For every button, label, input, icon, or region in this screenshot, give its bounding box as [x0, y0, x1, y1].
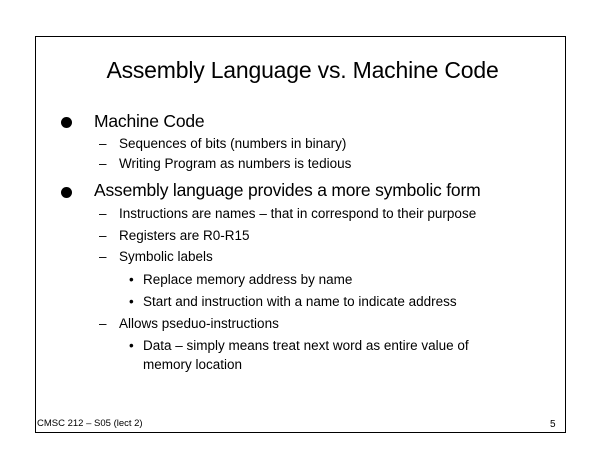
- subsubitem-text: Start and instruction with a name to ind…: [143, 294, 457, 309]
- bullet-dot-icon: [61, 117, 72, 128]
- dash-marker: –: [99, 206, 107, 221]
- dash-marker: –: [99, 316, 107, 331]
- dash-marker: –: [99, 249, 107, 264]
- subitem-text: Registers are R0-R15: [119, 228, 250, 243]
- subitem-text: Symbolic labels: [119, 249, 213, 264]
- subitem-text: Sequences of bits (numbers in binary): [119, 136, 347, 151]
- subitem-text: Instructions are names – that in corresp…: [119, 206, 477, 221]
- footer-course: CMSC 212 – S05 (lect 2): [37, 418, 143, 429]
- slide-title: Assembly Language vs. Machine Code: [106, 57, 499, 83]
- subsubitem-data: • Data – simply means treat next word as …: [129, 337, 469, 355]
- subitem-text: Writing Program as numbers is tedious: [119, 156, 352, 171]
- dot-marker: •: [129, 294, 134, 309]
- subitem-symbolic-labels: –Symbolic labels: [99, 248, 213, 266]
- slide-frame: [35, 36, 566, 433]
- subitem-registers: –Registers are R0-R15: [99, 227, 250, 245]
- dot-marker: •: [129, 272, 134, 287]
- dash-marker: –: [99, 136, 107, 151]
- dot-marker: •: [129, 338, 134, 353]
- subsubitem-text: Replace memory address by name: [143, 272, 353, 287]
- subitem-text: Allows pseduo-instructions: [119, 316, 279, 331]
- bullet-dot-icon: [61, 187, 72, 198]
- subitem-sequences-of-bits: –Sequences of bits (numbers in binary): [99, 135, 346, 153]
- dash-marker: –: [99, 228, 107, 243]
- subitem-writing-program: –Writing Program as numbers is tedious: [99, 155, 351, 173]
- page-number: 5: [550, 419, 556, 430]
- subitem-pseudo-instructions: –Allows pseduo-instructions: [99, 315, 279, 333]
- bullet-machine-code: Machine Code: [94, 111, 205, 131]
- subsubitem-text: Data – simply means treat next word as e…: [143, 338, 469, 353]
- bullet-assembly-language: Assembly language provides a more symbol…: [94, 180, 481, 200]
- subsubitem-replace-memory: • Replace memory address by name: [129, 271, 352, 289]
- dash-marker: –: [99, 156, 107, 171]
- subsubitem-start-instruction: • Start and instruction with a name to in…: [129, 293, 457, 311]
- subsubitem-data-continuation: memory location: [143, 357, 243, 372]
- subitem-instructions-names: –Instructions are names – that in corres…: [99, 205, 476, 223]
